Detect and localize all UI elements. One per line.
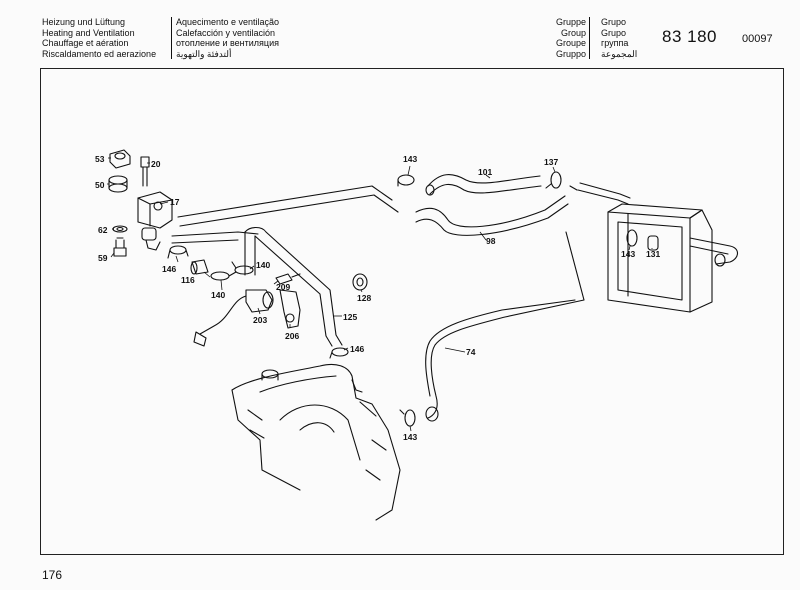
callout-125: 125 <box>343 312 357 322</box>
hose-98 <box>415 195 569 236</box>
header-title-block-left: Heizung und Lüftung Heating and Ventilat… <box>42 17 156 59</box>
title-de: Heizung und Lüftung <box>42 17 126 27</box>
title-fr: Chauffage et aération <box>42 38 129 48</box>
callout-53: 53 <box>95 154 105 164</box>
group-label-fr: Groupe <box>556 38 587 48</box>
tube-heater-inlet <box>569 182 631 205</box>
clamp-143-bottom <box>399 409 416 427</box>
group-label-it: Gruppo <box>556 48 587 59</box>
callout-143-heater: 143 <box>621 249 635 259</box>
callout-203: 203 <box>253 315 267 325</box>
heater-core <box>607 203 739 313</box>
title-it: Riscaldamento ed aerazione <box>42 48 157 59</box>
hose-101 <box>425 174 542 196</box>
part-62-washer <box>112 225 128 233</box>
callout-146-upper: 146 <box>162 264 176 274</box>
callout-143-top: 143 <box>403 154 417 164</box>
callout-101: 101 <box>478 167 492 177</box>
header-title-block-right: Aquecimento e ventilação Calefacción y v… <box>171 17 279 59</box>
group-label-block-b: Grupo Grupo группа المجموعة <box>601 17 637 59</box>
part-206-bracket <box>279 289 301 329</box>
page-number: 176 <box>42 568 63 582</box>
callout-59: 59 <box>98 253 108 263</box>
clamp-143-top <box>397 174 415 187</box>
part-128-grommet <box>352 273 368 291</box>
callout-146-lower: 146 <box>350 344 364 354</box>
title-ru: отопление и вентиляция <box>176 38 279 48</box>
callout-98: 98 <box>486 236 496 246</box>
group-number: 83 180 <box>662 27 717 46</box>
part-53-nut <box>109 149 131 169</box>
part-209-screw <box>275 273 301 285</box>
callout-74: 74 <box>466 347 476 357</box>
clamp-137 <box>545 171 562 189</box>
leader-lines <box>107 157 653 432</box>
tube-valve-lower <box>171 231 259 244</box>
title-ar: ألتدفئة والتهوية <box>176 48 232 59</box>
title-en: Heating and Ventilation <box>42 27 135 38</box>
hose-125 <box>244 226 343 347</box>
group-label-block-a: Gruppe Group Groupe Gruppo <box>556 17 591 59</box>
part-50-ring <box>108 175 128 193</box>
document-code: 00097 <box>742 33 773 45</box>
callout-17: 17 <box>170 197 180 207</box>
callout-128: 128 <box>357 293 371 303</box>
group-label-ru: группа <box>601 38 629 48</box>
callout-131: 131 <box>646 249 660 259</box>
diagram-frame <box>40 68 784 555</box>
tube-upper-long <box>177 185 399 227</box>
callout-20: 20 <box>151 159 161 169</box>
clamp-146-lower <box>329 347 349 359</box>
callout-209: 209 <box>276 282 290 292</box>
part-20-bolt <box>140 156 150 187</box>
clamp-143-heater <box>626 229 638 247</box>
engine-block <box>231 363 401 521</box>
title-pt: Aquecimento e ventilação <box>176 17 280 27</box>
part-59-bolt <box>113 237 127 257</box>
clamp-146-upper <box>167 245 189 259</box>
group-label-pt: Grupo <box>601 17 627 27</box>
group-label-ar: المجموعة <box>601 48 638 59</box>
clamp-140-left <box>210 271 237 281</box>
clamp-140-right <box>231 261 254 275</box>
title-es: Calefacción y ventilación <box>176 27 276 38</box>
callout-137: 137 <box>544 157 558 167</box>
callout-143-bottom: 143 <box>403 432 417 442</box>
group-label-en: Group <box>561 27 587 38</box>
callout-62: 62 <box>98 225 108 235</box>
hose-74 <box>425 231 585 422</box>
group-label-de: Gruppe <box>556 17 587 27</box>
group-label-es: Grupo <box>601 27 627 38</box>
callout-140-left: 140 <box>211 290 225 300</box>
callout-140-right: 140 <box>256 260 270 270</box>
callout-116: 116 <box>181 275 195 285</box>
part-116-hose-piece <box>190 259 209 275</box>
callout-206: 206 <box>285 331 299 341</box>
part-203-valve <box>193 289 274 347</box>
callout-50: 50 <box>95 180 105 190</box>
valve-assembly <box>137 191 173 251</box>
